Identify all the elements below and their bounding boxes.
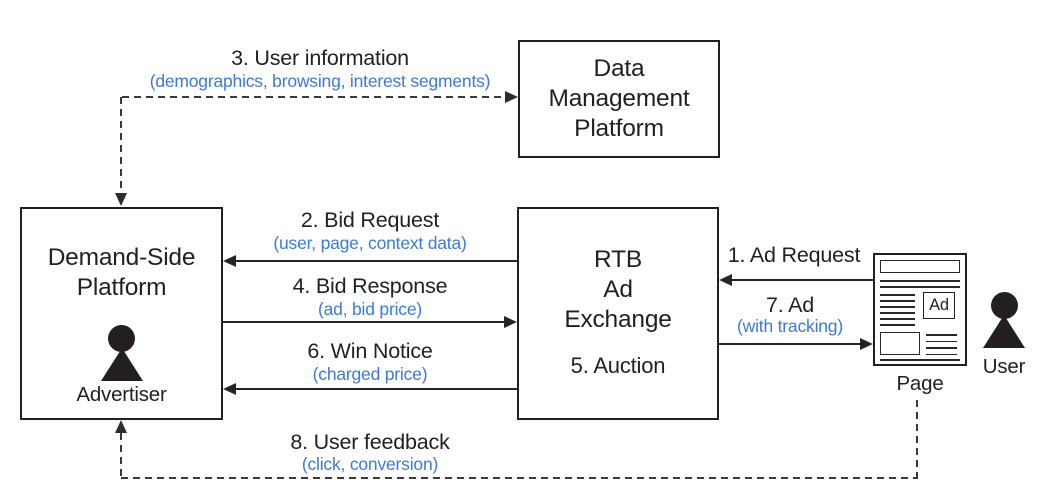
- flow-user-information-label: 3. User information: [231, 46, 409, 70]
- page-text-line: [880, 306, 915, 308]
- flow-user-feedback-detail: (click, conversion): [301, 454, 439, 474]
- arrowhead-bid-response-icon: [504, 316, 517, 328]
- flow-bid-response-label: 4. Bid Response: [292, 274, 448, 298]
- dsp-title: Demand-Side Platform: [47, 244, 196, 301]
- win-notice-arrow-line: [236, 388, 517, 390]
- flow-win-notice-detail: (charged price): [312, 364, 428, 384]
- advertiser-person-head: [108, 325, 135, 352]
- page-text-line: [880, 359, 960, 361]
- advertiser-person-icon: [99, 325, 145, 381]
- ad-request-arrow-line: [732, 279, 873, 281]
- flow-ad-request-label: 1. Ad Request: [727, 243, 861, 267]
- user-information-dashed-line-horizontal: [122, 96, 505, 98]
- bid-request-arrow-line: [236, 260, 517, 262]
- flow-bid-request-label: 2. Bid Request: [300, 208, 440, 232]
- flow-win-notice-label: 6. Win Notice: [307, 339, 433, 363]
- page-text-line: [880, 312, 915, 314]
- page-ad-label: Ad: [929, 296, 949, 314]
- page-text-line: [926, 334, 957, 336]
- advertiser-label: Advertiser: [76, 383, 167, 406]
- advertiser-person-body: [100, 348, 143, 381]
- user-person-icon: [981, 292, 1027, 348]
- arrowhead-into-dsp-top-icon: [115, 193, 127, 206]
- page-text-line: [926, 340, 957, 343]
- page-text-line: [880, 318, 915, 320]
- ad-delivery-arrow-line: [719, 343, 860, 345]
- user-label: User: [982, 355, 1026, 378]
- flow-bid-response-detail: (ad, bid price): [318, 299, 422, 319]
- user-feedback-dashed-line-right: [916, 400, 918, 477]
- arrowhead-ad-request-icon: [719, 274, 732, 286]
- arrowhead-win-notice-icon: [223, 383, 236, 395]
- arrowhead-user-feedback-icon: [115, 420, 127, 433]
- webpage-icon: Ad: [873, 253, 967, 366]
- exchange-box: RTB Ad Exchange 5. Auction: [517, 207, 719, 420]
- user-feedback-dashed-line-left: [120, 433, 122, 477]
- user-person-body: [983, 315, 1025, 348]
- dmp-title: Data Management Platform: [548, 55, 690, 142]
- page-text-line: [880, 280, 960, 282]
- arrowhead-ad-delivery-icon: [860, 338, 873, 350]
- page-text-line: [880, 300, 915, 302]
- page-text-line: [880, 324, 915, 326]
- page-text-line: [926, 353, 957, 356]
- page-label: Page: [896, 372, 944, 395]
- page-header-rect: [880, 260, 960, 273]
- arrowhead-into-dmp-icon: [505, 91, 518, 103]
- dsp-box: Demand-Side Platform Advertiser: [20, 207, 223, 420]
- page-text-line: [880, 294, 915, 296]
- arrowhead-bid-request-icon: [223, 255, 236, 267]
- flow-ad-delivery-label: 7. Ad: [765, 293, 814, 317]
- auction-label: 5. Auction: [570, 353, 666, 378]
- page-ad-slot: Ad: [923, 292, 955, 319]
- bid-response-arrow-line: [223, 321, 504, 323]
- user-information-dashed-line-vertical: [120, 97, 122, 193]
- page-image-rect: [880, 332, 920, 355]
- user-person-head: [990, 292, 1018, 319]
- flow-user-information-detail: (demographics, browsing, interest segmen…: [149, 71, 491, 91]
- dmp-box: Data Management Platform: [518, 40, 720, 158]
- flow-bid-request-detail: (user, page, context data): [273, 233, 467, 253]
- flow-user-feedback-label: 8. User feedback: [290, 430, 450, 454]
- page-text-line: [926, 347, 957, 349]
- flow-ad-delivery-detail: (with tracking): [737, 316, 843, 336]
- page-text-line: [880, 286, 960, 288]
- exchange-title: RTB Ad Exchange: [564, 246, 672, 333]
- user-feedback-dashed-line-horizontal: [121, 477, 918, 479]
